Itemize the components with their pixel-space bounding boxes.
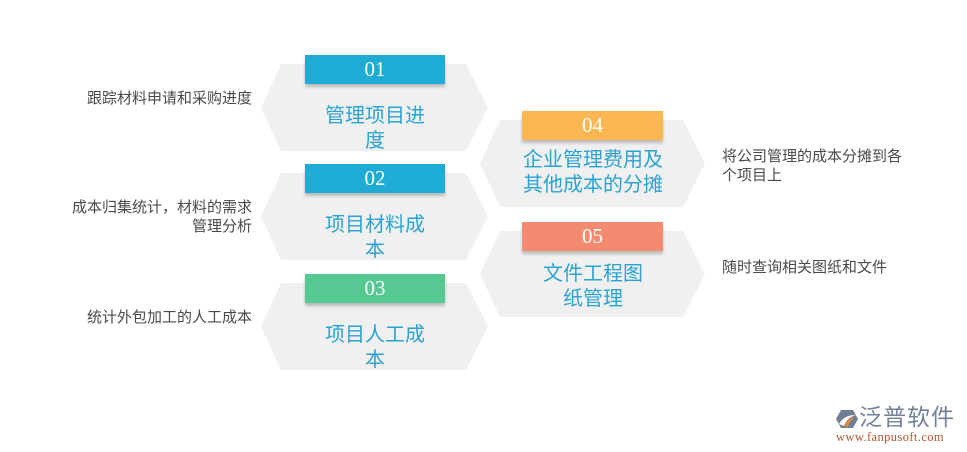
step-01-description-line-1: 跟踪材料申请和采购进度 [86, 89, 252, 107]
logo-brand-name: 泛普软件 [859, 405, 955, 431]
step-01-title-line-1: 管理项目进 [325, 103, 425, 127]
step-05-number-badge: 05 [522, 222, 663, 251]
step-05-title: 文件工程图 纸管理 [508, 261, 678, 311]
step-02-title-line-1: 项目材料成 [325, 212, 425, 236]
step-04-description-line-1: 将公司管理的成本分摊到各 [722, 147, 903, 165]
step-05-title-line-1: 文件工程图 [543, 261, 643, 285]
step-02-description-line-1: 成本归集统计，材料的需求 [71, 198, 252, 216]
step-05-description-line-1: 随时查询相关图纸和文件 [722, 258, 888, 276]
step-03-title: 项目人工成 本 [290, 322, 460, 372]
step-04-number-badge: 04 [522, 111, 663, 140]
step-02-title-line-2: 本 [365, 237, 385, 261]
step-03-title-line-1: 项目人工成 [325, 322, 425, 346]
step-04-description-line-2: 个项目上 [722, 166, 783, 184]
step-02-number-badge: 02 [305, 164, 445, 193]
step-03-title-line-2: 本 [365, 347, 385, 371]
step-04-title-line-1: 企业管理费用及 [523, 147, 663, 171]
fanpu-logo: 泛普软件 www.fanpusoft.com [835, 404, 965, 448]
step-05-description: 随时查询相关图纸和文件 [722, 258, 887, 277]
step-01-number-badge: 01 [305, 55, 445, 84]
step-01-description: 跟踪材料申请和采购进度 [87, 89, 252, 108]
logo-url: www.fanpusoft.com [836, 430, 945, 444]
step-05-title-line-2: 纸管理 [563, 286, 623, 310]
step-04-title: 企业管理费用及 其他成本的分摊 [508, 147, 678, 197]
step-03-description: 统计外包加工的人工成本 [87, 308, 252, 327]
step-02-title: 项目材料成 本 [290, 212, 460, 262]
fanpu-logo-icon [836, 410, 858, 428]
step-04-title-line-2: 其他成本的分摊 [523, 172, 663, 196]
step-03-description-line-1: 统计外包加工的人工成本 [86, 308, 252, 326]
step-01-title-line-2: 度 [365, 128, 385, 152]
step-03-number-badge: 03 [305, 274, 445, 303]
step-02-description: 成本归集统计，材料的需求 管理分析 [72, 198, 252, 236]
step-04-description: 将公司管理的成本分摊到各 个项目上 [722, 147, 902, 185]
step-01-title: 管理项目进 度 [290, 103, 460, 153]
step-02-description-line-2: 管理分析 [191, 217, 252, 235]
